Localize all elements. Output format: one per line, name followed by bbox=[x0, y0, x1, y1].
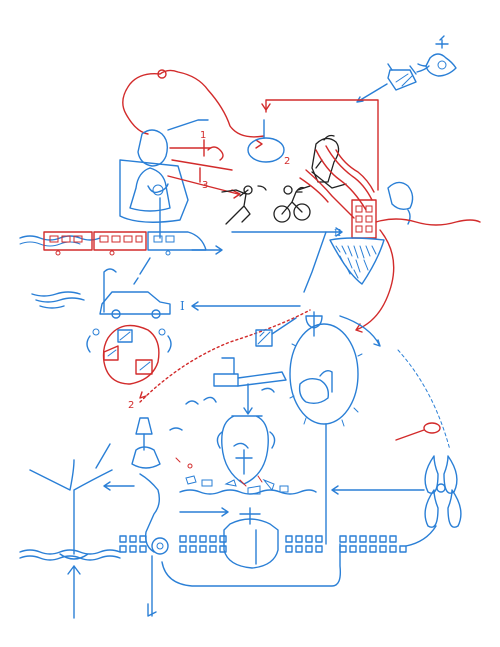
label-red-three: 3 bbox=[202, 180, 208, 191]
small-box-icon bbox=[255, 329, 273, 347]
car-icon bbox=[99, 291, 171, 319]
dashed-arrow-car bbox=[133, 257, 151, 285]
drone-icon bbox=[417, 35, 457, 77]
central-circle-node bbox=[247, 137, 285, 163]
red-loop-arrowhead bbox=[255, 139, 263, 149]
tree-river bbox=[29, 459, 113, 619]
hatched-funnel bbox=[329, 237, 385, 285]
water-line-center bbox=[179, 489, 317, 495]
blue-vertical-right bbox=[303, 231, 327, 293]
falling-leaves bbox=[169, 387, 275, 449]
red-feedback-loop bbox=[122, 69, 265, 138]
signpost-icon bbox=[213, 357, 287, 387]
solar-panel-icon bbox=[387, 63, 417, 91]
red-top-connector bbox=[265, 99, 379, 191]
arrow-to-drone bbox=[416, 65, 430, 73]
person-figure bbox=[119, 119, 209, 239]
label-red-small-two: 2 bbox=[284, 156, 290, 167]
tower-machine bbox=[131, 417, 169, 617]
rail-to-right bbox=[231, 227, 343, 237]
amphora-icon bbox=[216, 383, 276, 485]
red-flame-waves bbox=[299, 145, 375, 219]
habitat-oval bbox=[289, 311, 363, 427]
dotted-belt bbox=[119, 535, 407, 553]
dancer-figure bbox=[221, 185, 267, 225]
scattered-blocks bbox=[185, 475, 289, 495]
red-trigger-lines bbox=[167, 139, 239, 195]
red-key-symbol bbox=[207, 146, 224, 161]
dashed-arc-right bbox=[397, 349, 451, 451]
arrow-left-lower bbox=[103, 481, 135, 491]
train-arrow-right bbox=[191, 245, 223, 255]
red-magnifier bbox=[395, 422, 441, 441]
propeller-icon bbox=[424, 455, 462, 528]
person-on-chair-figure bbox=[297, 134, 347, 191]
right-bottom-curve bbox=[405, 525, 437, 547]
red-arrow-down-right bbox=[355, 229, 395, 333]
arrow-left-to-habitat bbox=[331, 485, 425, 495]
label-red-two: 2 bbox=[128, 400, 134, 411]
label-red-one: 1 bbox=[200, 130, 206, 141]
wave-left-middle bbox=[31, 291, 85, 309]
red-track-line bbox=[375, 218, 481, 226]
label-roman-one: I bbox=[180, 299, 185, 313]
arrow-right-ring bbox=[339, 315, 381, 347]
river-lower-left bbox=[19, 549, 121, 561]
cyclist-figure bbox=[273, 185, 311, 223]
hand-sketch-right bbox=[387, 181, 414, 225]
river-line-left bbox=[19, 235, 101, 241]
arrow-to-roman-one bbox=[191, 301, 301, 311]
building-icon bbox=[351, 199, 377, 239]
crane-hook bbox=[103, 268, 117, 313]
arrow-down-left-lower bbox=[95, 443, 111, 469]
red-dotted-line bbox=[139, 309, 311, 403]
blue-base-loop bbox=[161, 543, 342, 587]
red-loop-knot bbox=[157, 69, 167, 79]
red-cycle bbox=[86, 324, 172, 385]
vessel-bottom bbox=[179, 507, 279, 569]
label-roman-two: II bbox=[334, 229, 342, 239]
